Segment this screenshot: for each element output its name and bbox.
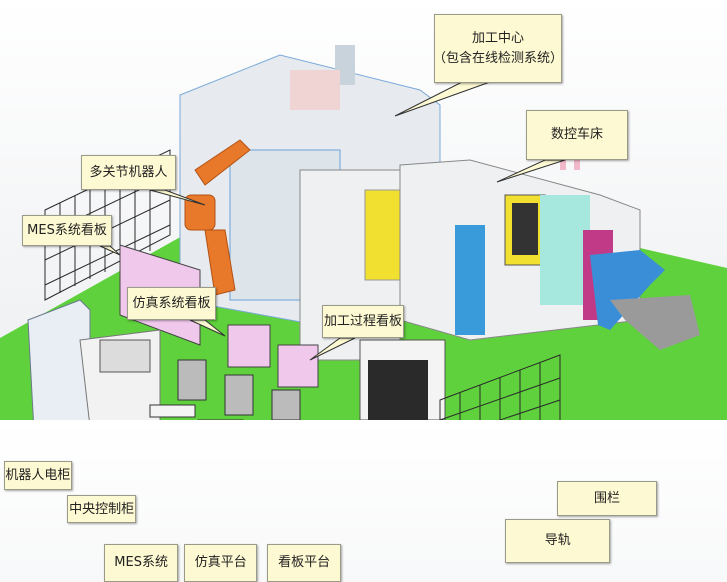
callout-board-platform: 看板平台: [266, 544, 342, 582]
callout-fence: 围栏: [557, 480, 657, 517]
callout-robot-cabinet: 机器人电柜: [3, 460, 72, 491]
machining-center-sublabel: （包含在线检测系统）: [433, 50, 564, 66]
process-board-screen: [277, 344, 319, 388]
robot-arm: [184, 139, 251, 296]
cnc-lathe: [399, 140, 700, 350]
fence-right: [439, 354, 561, 420]
production-line-render: [0, 45, 727, 420]
workstations: [149, 359, 301, 420]
storage-rack: [359, 339, 446, 420]
callout-process-board: 加工过程看板: [322, 305, 404, 338]
callout-mes-system: MES系统: [103, 544, 179, 582]
sim-board-screen: [227, 324, 271, 368]
callout-pointers: [99, 81, 566, 361]
callout-cnc-lathe: 数控车床: [526, 110, 628, 160]
callout-guide-rail: 导轨: [505, 519, 611, 563]
callout-sim-board: 仿真系统看板: [127, 287, 216, 320]
callout-mes-board: MES系统看板: [22, 215, 112, 246]
callout-robot: 多关节机器人: [81, 155, 176, 190]
callout-machining-center: 加工中心 （包含在线检测系统）: [433, 14, 564, 83]
callout-central-cabinet: 中央控制柜: [67, 495, 137, 524]
machining-center-label: 加工中心: [471, 31, 524, 46]
robot-cabinet: [27, 299, 91, 420]
callout-sim-platform: 仿真平台: [184, 544, 258, 582]
